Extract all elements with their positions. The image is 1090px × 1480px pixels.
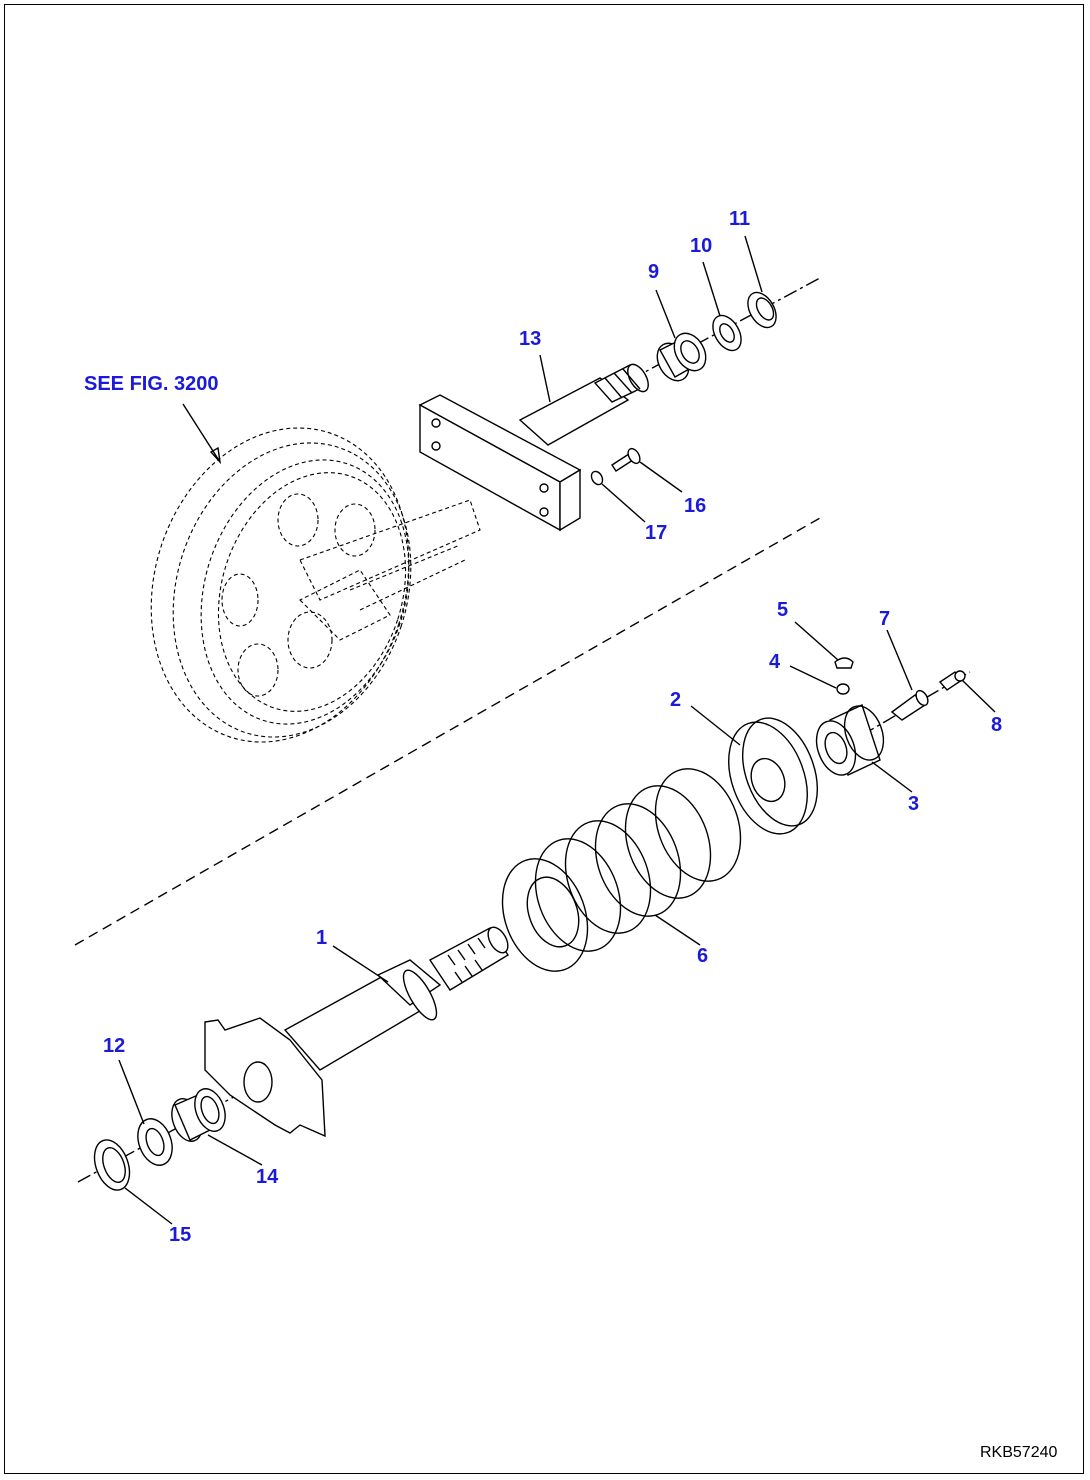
part-label-14: 14 bbox=[256, 1166, 279, 1188]
part-label-4: 4 bbox=[769, 651, 781, 673]
part-label-8: 8 bbox=[991, 714, 1002, 736]
part-label-7: 7 bbox=[879, 608, 890, 630]
reference-note: SEE FIG. 3200 bbox=[84, 373, 219, 395]
lower-assembly bbox=[77, 657, 971, 1191]
part-label-6: 6 bbox=[697, 945, 708, 967]
part-label-3: 3 bbox=[908, 793, 919, 815]
part-label-15: 15 bbox=[169, 1224, 191, 1246]
idler-wheel-reference bbox=[150, 427, 481, 743]
drawing-frame bbox=[4, 4, 1084, 1474]
part-label-1: 1 bbox=[316, 927, 327, 949]
drawing-code: RKB57240 bbox=[980, 1444, 1057, 1461]
part-label-10: 10 bbox=[690, 235, 712, 257]
part-label-9: 9 bbox=[648, 261, 659, 283]
leader-lines bbox=[118, 235, 996, 1225]
part-label-17: 17 bbox=[645, 522, 667, 544]
part-label-16: 16 bbox=[684, 495, 706, 517]
part-label-11: 11 bbox=[729, 208, 750, 230]
part-label-12: 12 bbox=[103, 1035, 125, 1057]
upper-assembly bbox=[418, 277, 821, 532]
part-label-5: 5 bbox=[777, 599, 788, 621]
part-label-2: 2 bbox=[670, 689, 681, 711]
part-label-13: 13 bbox=[519, 328, 541, 350]
